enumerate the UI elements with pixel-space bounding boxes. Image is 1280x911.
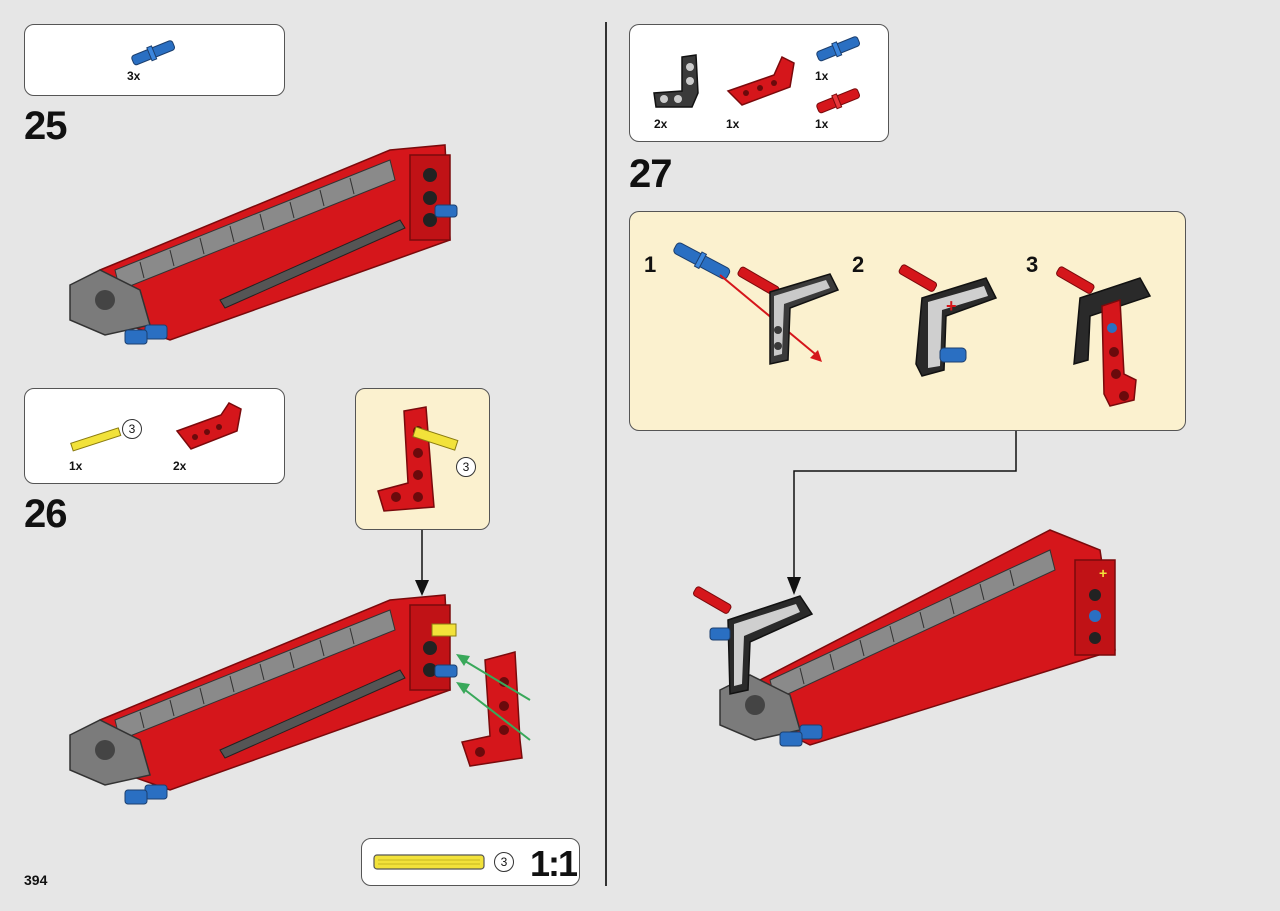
page-divider: [605, 22, 607, 886]
blue-pin-icon: [131, 40, 176, 66]
step27-blue-pin-qty: 1x: [815, 69, 829, 83]
black-l-beam-icon: [653, 54, 699, 108]
callout-axle-length-badge: 3: [456, 457, 476, 477]
step27-gear-rack-assembly: +: [693, 529, 1116, 747]
step27-number: 27: [629, 152, 672, 196]
scale-reference-box: 3 1:1: [361, 838, 580, 886]
step25-gear-rack-assembly: [69, 144, 458, 345]
substep-2-number: 2: [852, 252, 865, 277]
substep-1-illustration: [673, 242, 840, 365]
step27-red-beam-qty: 1x: [726, 117, 740, 131]
step27-black-beam-qty: 2x: [654, 117, 668, 131]
axle-length-badge: 3: [122, 419, 142, 439]
scale-axle-length-badge: 3: [494, 852, 514, 872]
step27-parts-box: 2x 1x 1x 1x: [629, 24, 889, 142]
page-number: 394: [24, 872, 48, 888]
step26-number: 26: [24, 492, 67, 536]
red-l-beam-icon: [726, 55, 795, 106]
step26-beam-qty: 2x: [173, 459, 187, 473]
step27-pointer-line: [787, 431, 1017, 595]
step27-red-pin-qty: 1x: [815, 117, 829, 131]
callout-pointer-arrow: [415, 530, 429, 596]
svg-text:+: +: [946, 296, 957, 316]
red-l-beam-icon: [175, 402, 242, 450]
red-l-beam-with-axle-icon: [377, 406, 459, 512]
step26-axle-qty: 1x: [69, 459, 83, 473]
step26-callout: 3: [355, 388, 490, 530]
step26-gear-rack-assembly: [69, 594, 531, 805]
scale-ratio: 1:1: [530, 843, 578, 884]
step25-number: 25: [24, 104, 67, 148]
red-pin-icon: [816, 88, 861, 114]
blue-pin-icon: [816, 36, 861, 62]
step25-part-qty: 3x: [127, 69, 141, 83]
step25-parts-box: 3x: [24, 24, 285, 96]
substep-2-illustration: +: [898, 264, 998, 377]
svg-text:+: +: [1099, 565, 1107, 581]
substep-1-number: 1: [644, 252, 657, 277]
substep-3-illustration: [1056, 266, 1152, 407]
step26-parts-box: 3 1x 2x: [24, 388, 285, 484]
step27-callout: 1 2 3 +: [629, 211, 1186, 431]
yellow-axle-icon: [70, 427, 122, 452]
substep-3-number: 3: [1026, 252, 1039, 277]
yellow-axle-scale-icon: [373, 854, 485, 870]
